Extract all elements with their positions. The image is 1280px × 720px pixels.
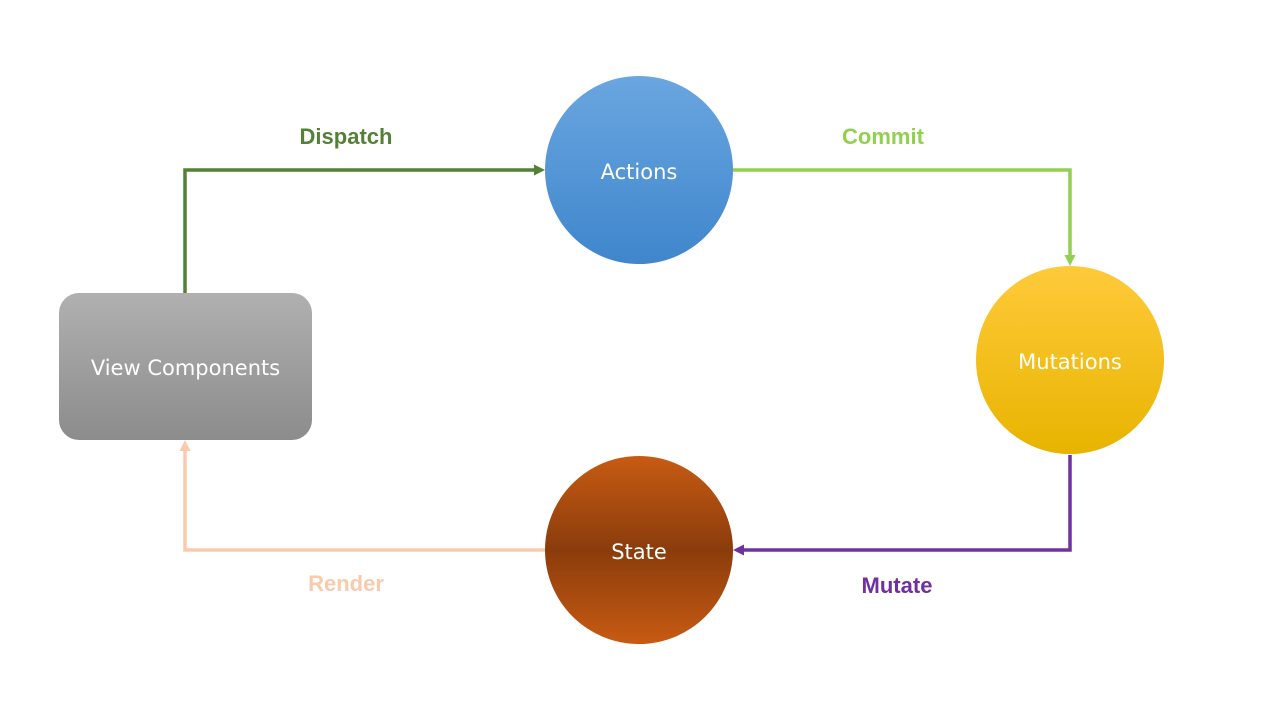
render-arrow-line [183,449,545,552]
state-label: State [611,540,667,564]
node-state: State [545,456,733,644]
edge-render: Render [179,440,545,596]
dispatch-arrowhead [534,164,545,176]
commit-label: Commit [842,124,925,149]
edge-dispatch: Dispatch [183,124,545,293]
view-components-box [59,293,312,440]
commit-arrowhead [1064,255,1076,266]
view-components-label: View Components [91,356,280,380]
dispatch-arrow-line [183,168,536,293]
edge-mutate: Mutate [733,455,1072,598]
node-mutations: Mutations [976,266,1164,454]
mutations-circle [976,266,1164,454]
node-actions: Actions [545,76,733,264]
actions-circle [545,76,733,264]
mutate-label: Mutate [862,573,933,598]
render-arrowhead [179,440,191,451]
edge-commit: Commit [733,124,1076,266]
node-view-components: View Components [59,293,312,440]
state-circle [545,456,733,644]
actions-label: Actions [601,160,678,184]
mutate-arrow-line [742,455,1072,552]
mutate-arrowhead [733,544,744,556]
dispatch-label: Dispatch [300,124,393,149]
mutations-label: Mutations [1018,350,1122,374]
commit-arrow-line [733,168,1072,256]
render-label: Render [308,571,384,596]
